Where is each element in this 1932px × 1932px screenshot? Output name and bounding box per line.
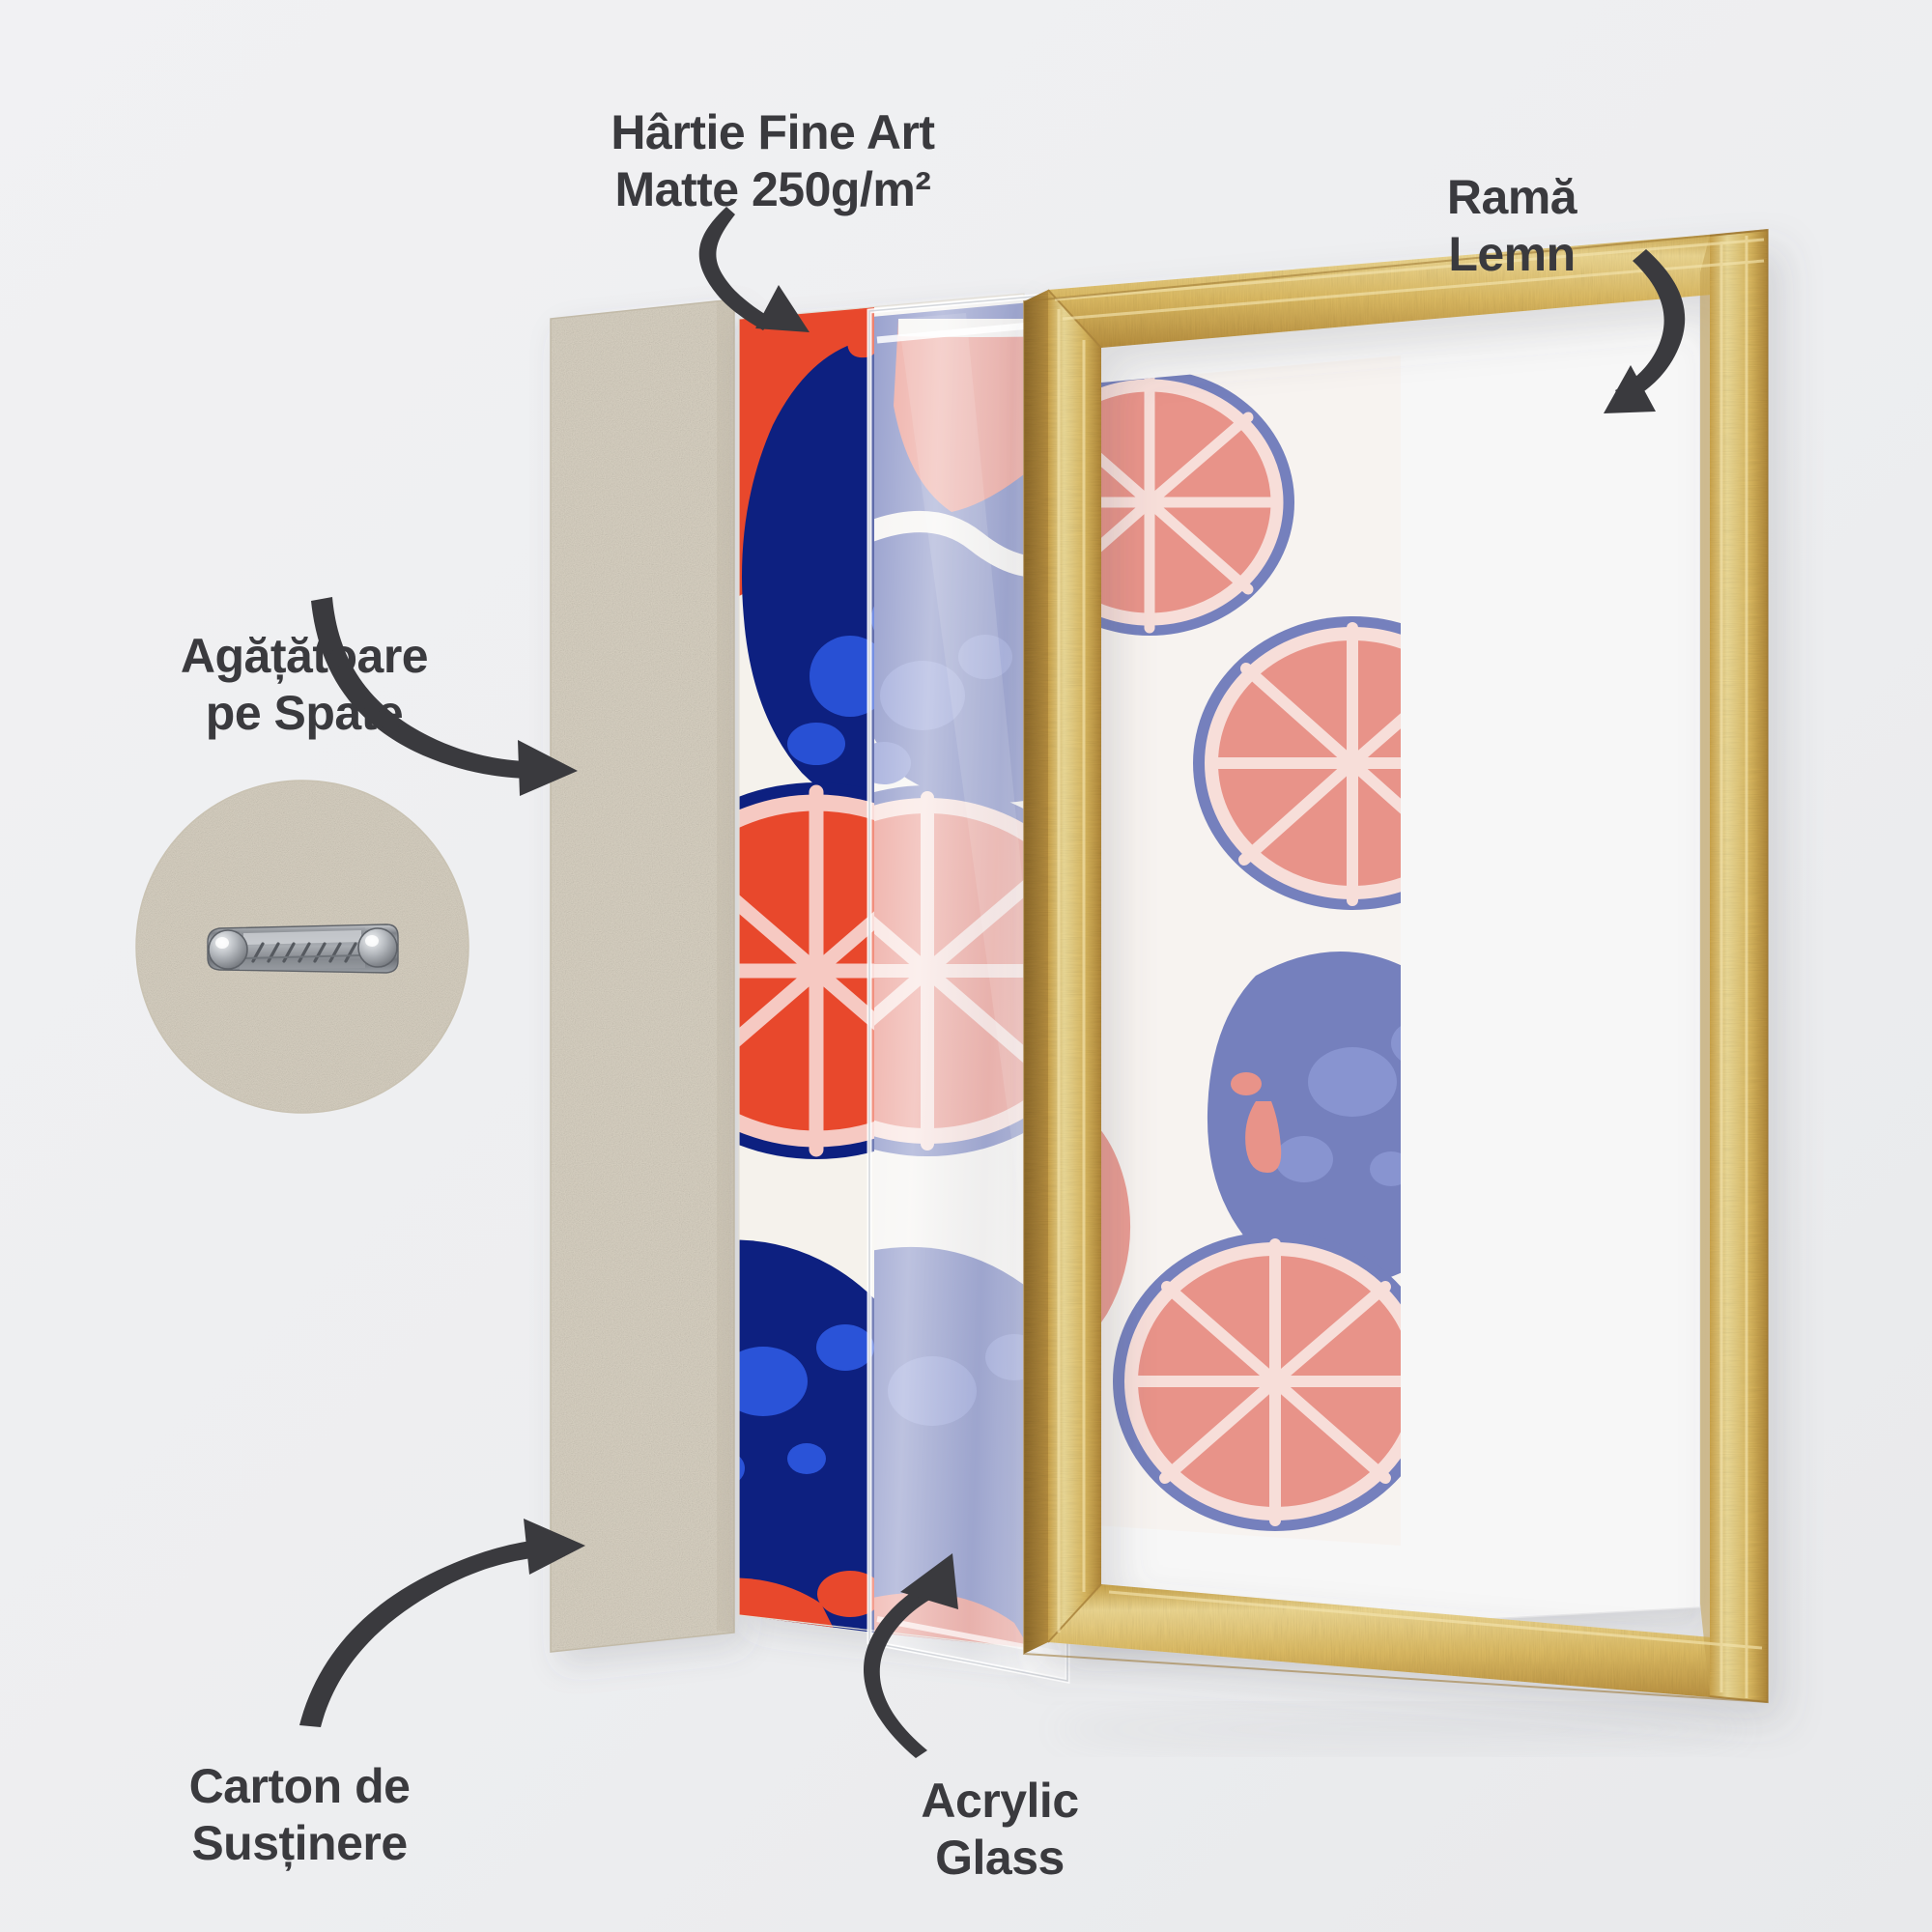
hanger-circle-edge bbox=[135, 780, 469, 1114]
sawtooth-hanger-icon bbox=[207, 923, 399, 974]
backing-board-texture bbox=[551, 299, 734, 1652]
arrow-to-art-print-icon bbox=[698, 207, 810, 332]
framed-slice-2 bbox=[1193, 616, 1401, 910]
label-backing-board: Carton de Susținere bbox=[188, 1759, 411, 1870]
framed-fig-1 bbox=[1207, 952, 1401, 1287]
frame-right-bar bbox=[1710, 230, 1768, 1702]
arrow-to-backing-board-top-icon bbox=[311, 597, 578, 796]
art-print-pattern-left bbox=[739, 307, 874, 1633]
label-wood-frame: Ramă Lemn bbox=[1446, 170, 1577, 281]
grapefruit-slice-upper bbox=[739, 782, 874, 1159]
label-acrylic-glass: Acrylic Glass bbox=[921, 1774, 1079, 1885]
frame-left-bar-edge bbox=[1024, 290, 1048, 1654]
frame-glass-sheen bbox=[1063, 269, 1700, 1642]
acrylic-outline bbox=[868, 293, 1068, 1682]
arrow-to-frame-icon bbox=[1604, 249, 1686, 413]
hanger-circle-group bbox=[135, 780, 469, 1114]
acrylic-panel bbox=[869, 294, 1067, 1681]
backing-board-outline bbox=[550, 298, 735, 1653]
frame-left-bar-inner bbox=[1048, 290, 1101, 1642]
framed-slice-3 bbox=[1113, 1232, 1401, 1531]
frame-outer-outline bbox=[1023, 228, 1769, 1704]
arrow-to-acrylic-icon bbox=[864, 1553, 958, 1758]
frame-highlights bbox=[1054, 236, 1765, 1698]
label-art-print: Hârtie Fine Art Matte 250g/m² bbox=[611, 105, 935, 216]
backing-board-edge bbox=[717, 299, 734, 1633]
arrow-to-backing-board-bottom-icon bbox=[299, 1519, 585, 1727]
label-hanger: Agățătoare pe Spate bbox=[180, 629, 429, 740]
frame-bottom-bar bbox=[1048, 1584, 1768, 1702]
frame-contact-shadow bbox=[1053, 1714, 1748, 1745]
frame-right-bar-inner-bevel bbox=[1700, 236, 1710, 1696]
